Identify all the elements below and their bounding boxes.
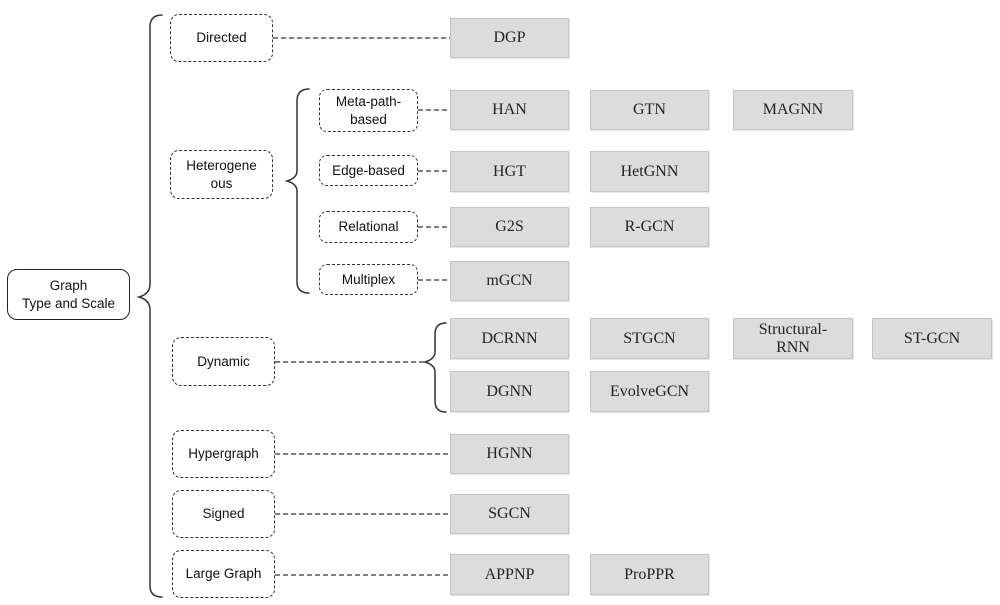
subcategory-relational-label: Relational — [338, 219, 399, 234]
model-hgnn-label: HGNN — [486, 445, 533, 462]
category-hypergraph-label: Hypergraph — [188, 446, 259, 461]
model-evolvegcn: EvolveGCN — [590, 371, 709, 412]
model-dgp: DGP — [450, 18, 569, 58]
model-structural-rnn-line2: RNN — [776, 338, 810, 356]
category-heterogeneous-line2: ous — [210, 175, 233, 191]
subcategory-edge-based: Edge-based — [319, 155, 418, 186]
model-rgcn: R-GCN — [590, 207, 709, 247]
model-appnp-label: APPNP — [484, 565, 535, 583]
heterogeneous-brace — [284, 88, 310, 294]
model-magnn-label: MAGNN — [762, 101, 824, 118]
model-stgcn-label: STGCN — [623, 329, 676, 347]
subcategory-meta-path-line1: Meta-path- — [335, 93, 402, 109]
model-g2s: G2S — [450, 207, 569, 247]
model-gtn: GTN — [590, 90, 709, 130]
model-sgcn-label: SGCN — [488, 505, 531, 522]
model-mgcn: mGCN — [450, 261, 569, 301]
model-st-gcn: ST-GCN — [872, 318, 992, 359]
category-signed-label: Signed — [202, 506, 245, 521]
category-directed-label: Directed — [196, 30, 247, 45]
subcategory-multiplex: Multiplex — [319, 264, 418, 295]
category-dynamic-label: Dynamic — [197, 353, 250, 369]
category-large-graph: Large Graph — [172, 550, 275, 598]
model-dgp-label: DGP — [493, 29, 526, 46]
model-rgcn-label: R-GCN — [624, 218, 675, 235]
model-structural-rnn-line1: Structural- — [758, 320, 828, 338]
subcategory-relational: Relational — [319, 211, 418, 243]
model-han-label: HAN — [492, 101, 527, 118]
model-sgcn: SGCN — [450, 494, 569, 534]
category-directed: Directed — [170, 14, 273, 62]
category-large-graph-label: Large Graph — [185, 566, 262, 581]
model-dcrnn: DCRNN — [450, 318, 569, 359]
category-hypergraph: Hypergraph — [172, 430, 275, 478]
model-structural-rnn: Structural-RNN — [733, 318, 853, 359]
category-heterogeneous-line1: Heterogene — [186, 157, 257, 173]
subcategory-multiplex-label: Multiplex — [341, 271, 396, 287]
model-magnn: MAGNN — [733, 90, 853, 130]
model-hgnn: HGNN — [450, 434, 569, 474]
subcategory-meta-path-line2: based — [350, 111, 387, 127]
model-dgnn-label: DGNN — [486, 382, 533, 400]
category-signed: Signed — [172, 490, 275, 538]
model-evolvegcn-label: EvolveGCN — [609, 382, 690, 400]
model-appnp: APPNP — [450, 554, 569, 595]
model-hgt: HGT — [450, 151, 569, 192]
main-brace — [136, 14, 163, 598]
model-st-gcn-label: ST-GCN — [903, 329, 961, 347]
model-stgcn: STGCN — [590, 318, 709, 359]
model-g2s-label: G2S — [495, 218, 524, 235]
subcategory-meta-path: Meta-path-based — [319, 89, 418, 132]
model-hetgnn: HetGNN — [590, 151, 709, 192]
category-dynamic: Dynamic — [172, 337, 275, 386]
model-gtn-label: GTN — [633, 101, 666, 118]
model-dgnn: DGNN — [450, 371, 569, 412]
model-proppr-label: ProPPR — [624, 565, 675, 583]
subcategory-edge-based-label: Edge-based — [332, 162, 405, 178]
model-dcrnn-label: DCRNN — [481, 329, 538, 347]
category-heterogeneous: Heterogene ous — [170, 150, 273, 199]
root-label-line2: Type and Scale — [21, 295, 116, 311]
root-label-line1: Graph — [49, 277, 88, 293]
model-proppr: ProPPR — [590, 554, 709, 595]
model-mgcn-label: mGCN — [486, 272, 533, 289]
model-hetgnn-label: HetGNN — [620, 162, 679, 180]
model-han: HAN — [450, 90, 569, 130]
dynamic-brace — [422, 322, 447, 413]
model-hgt-label: HGT — [493, 162, 526, 180]
